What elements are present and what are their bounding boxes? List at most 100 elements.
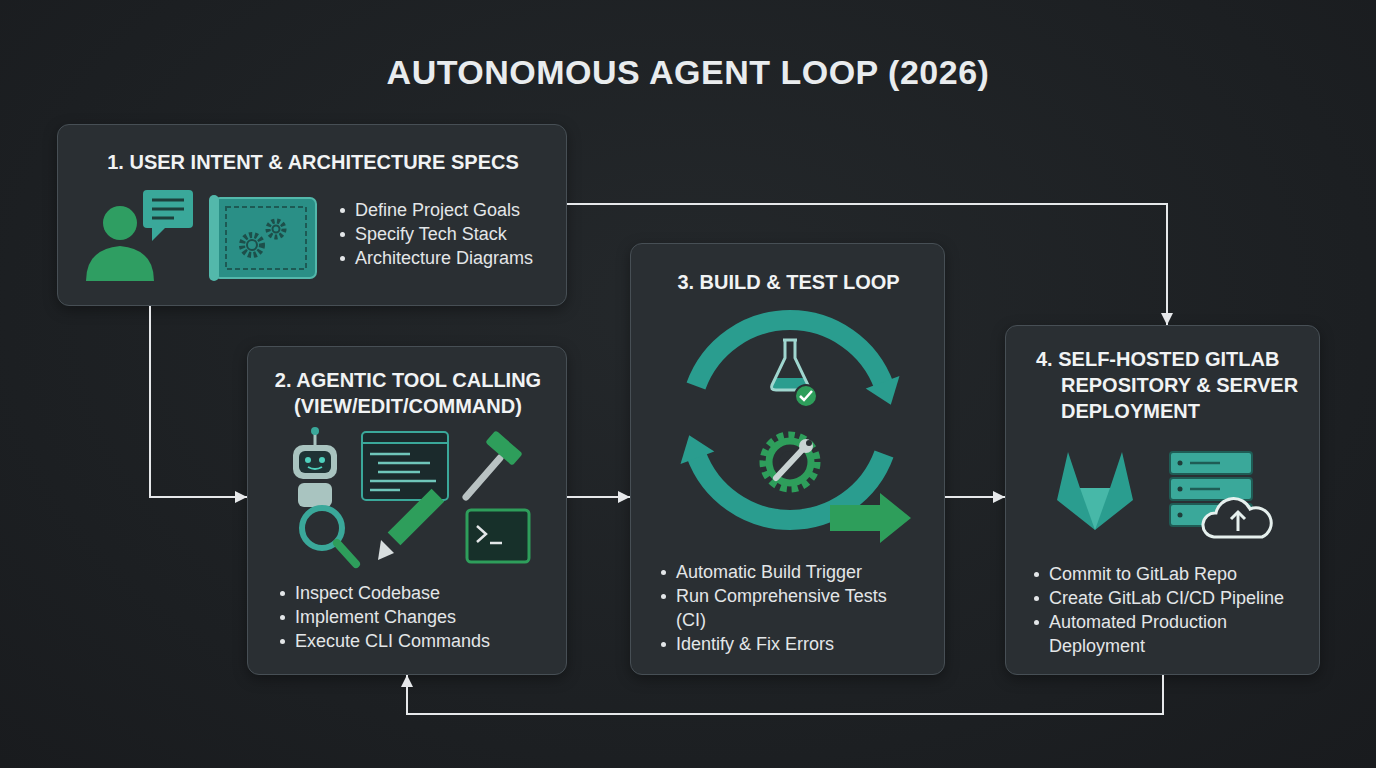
wrench-shaft (776, 449, 803, 478)
code-line (378, 471, 420, 474)
code-window (362, 432, 448, 500)
bullet-list: Define Project GoalsSpecify Tech StackAr… (355, 198, 560, 270)
robot-head (293, 445, 337, 479)
bullet-dot (340, 256, 345, 261)
bullet-dot (340, 208, 345, 213)
server-light (1178, 461, 1183, 466)
process-box: 1. USER INTENT & ARCHITECTURE SPECS Defin… (57, 124, 567, 306)
blueprint-gear-hub (247, 240, 257, 250)
robot-antenna-tip (311, 427, 319, 435)
bullet-list: Commit to GitLab RepoCreate GitLab CI/CD… (1049, 562, 1304, 658)
terminal-prompt (477, 526, 486, 542)
chat-tail (152, 227, 166, 241)
robot-face (299, 451, 331, 473)
cycle-arrowhead (681, 435, 715, 464)
flow-arrow (407, 675, 1163, 714)
wrench-jaw (806, 440, 812, 446)
bullet-text: Define Project Goals (355, 198, 560, 222)
server-light (1178, 487, 1183, 492)
upload-arrowhead (1231, 512, 1245, 519)
user-head (103, 206, 137, 240)
blueprint-frame (226, 207, 306, 269)
code-line (370, 489, 400, 492)
blueprint-gear (268, 221, 284, 237)
flask-outline (772, 340, 809, 390)
bullet-text: Automatic Build Trigger (676, 560, 904, 584)
magnifier-lens (302, 508, 342, 548)
bullet-dot (340, 232, 345, 237)
bullet-text: Architecture Diagrams (355, 246, 560, 270)
process-box: 2. AGENTIC TOOL CALLING (VIEW/EDIT/COMMA… (247, 346, 567, 675)
server-unit (1170, 452, 1252, 474)
bullet-item: Implement Changes (295, 605, 555, 629)
bullet-item: Inspect Codebase (295, 581, 555, 605)
code-line (378, 462, 430, 465)
box-heading: 1. USER INTENT & ARCHITECTURE SPECS (58, 149, 568, 175)
code-line (370, 480, 436, 483)
gear-wrench-icon (765, 437, 815, 487)
chat-line (152, 208, 184, 211)
wrench-head (799, 439, 813, 453)
bullet-dot (661, 570, 666, 575)
check-mark (800, 391, 812, 400)
hammer-handle (466, 458, 500, 497)
bullet-text: Implement Changes (295, 605, 555, 629)
user-icon (86, 206, 154, 281)
bullet-text: Commit to GitLab Repo (1049, 562, 1304, 586)
bullet-dot (280, 615, 285, 620)
bullet-text: Create GitLab CI/CD Pipeline (1049, 586, 1304, 610)
magnifier-icon (302, 508, 356, 564)
user-body (86, 246, 154, 281)
server-unit (1170, 478, 1252, 500)
flow-arrow (567, 204, 1167, 325)
cycle-icon (681, 320, 900, 520)
pencil-body (388, 489, 445, 546)
terminal-icon (467, 510, 529, 562)
bullet-dot (1034, 620, 1039, 625)
bullet-text: Identify & Fix Errors (676, 632, 904, 656)
flow-arrow (567, 496, 630, 498)
server-icon (1170, 452, 1252, 526)
hammer-icon (466, 430, 523, 497)
forward-arrow (830, 493, 911, 543)
server-light (1178, 513, 1183, 518)
process-box: 4. SELF-HOSTED GITLAB REPOSITORY & SERVE… (1005, 325, 1320, 675)
chat-line (152, 199, 184, 202)
robot-icon (293, 427, 337, 507)
bullet-item: Execute CLI Commands (295, 629, 555, 653)
code-window-bar (362, 442, 448, 444)
gear-rim (769, 441, 811, 483)
hammer-head (485, 430, 523, 466)
check-badge (795, 385, 817, 407)
diagram-title: AUTONOMOUS AGENT LOOP (2026) (0, 50, 1376, 94)
bullet-text: Execute CLI Commands (295, 629, 555, 653)
bullet-item: Automated Production Deployment (1049, 610, 1304, 658)
bullet-item: Define Project Goals (355, 198, 560, 222)
gear-teeth (765, 437, 815, 487)
server-slot (1190, 462, 1220, 465)
box-heading: 3. BUILD & TEST LOOP (631, 269, 946, 295)
blueprint-icon (209, 195, 316, 281)
cycle-arc (696, 320, 884, 386)
flask-icon (772, 340, 818, 407)
bullet-item: Architecture Diagrams (355, 246, 560, 270)
cloud-outline (1203, 499, 1271, 537)
box-heading: 4. SELF-HOSTED GITLAB REPOSITORY & SERVE… (1036, 346, 1321, 424)
process-box: 3. BUILD & TEST LOOP Automatic Build Trig… (630, 243, 945, 675)
server-slot (1190, 488, 1220, 491)
blueprint-gear (242, 235, 262, 255)
flask-liquid (772, 378, 809, 390)
pencil-icon (378, 489, 444, 560)
bullet-item: Create GitLab CI/CD Pipeline (1049, 586, 1304, 610)
bullet-text: Automated Production Deployment (1049, 610, 1304, 658)
gitlab-shape (1057, 452, 1133, 530)
bullet-dot (1034, 572, 1039, 577)
gitlab-logo (1057, 452, 1133, 530)
cycle-arrowhead (866, 376, 900, 405)
blueprint-gear-hub (273, 226, 280, 233)
cloud-upload-icon (1203, 499, 1271, 537)
gear-hub (779, 451, 801, 473)
